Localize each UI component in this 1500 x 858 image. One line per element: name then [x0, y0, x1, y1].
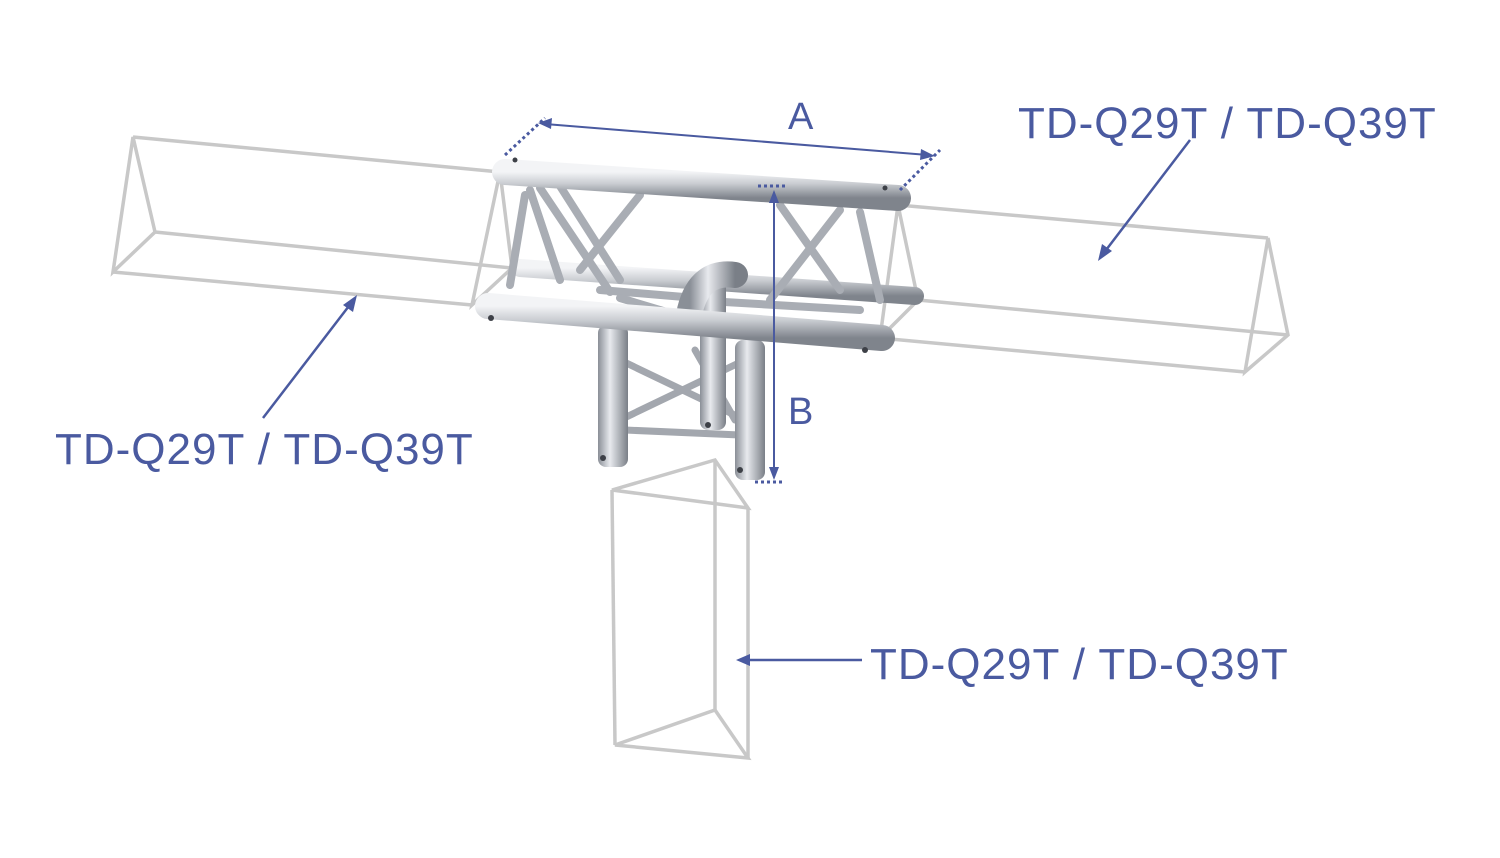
dimension-b	[755, 184, 785, 484]
dimension-a-label: A	[788, 96, 814, 138]
leader-arrow-top-right	[1098, 139, 1191, 261]
leader-arrow-left	[262, 295, 357, 419]
ghost-truss-bottom	[610, 457, 752, 761]
dimension-a	[503, 116, 942, 192]
label-top-right: TD-Q29T / TD-Q39T	[1018, 99, 1437, 148]
truss-t-junction	[475, 157, 924, 480]
ghost-truss-right	[877, 203, 1290, 377]
ghost-truss-left	[110, 135, 514, 311]
label-left: TD-Q29T / TD-Q39T	[55, 425, 474, 474]
label-bottom: TD-Q29T / TD-Q39T	[870, 640, 1289, 689]
leader-arrow-bottom	[736, 654, 862, 666]
dimension-b-label: B	[788, 391, 814, 433]
